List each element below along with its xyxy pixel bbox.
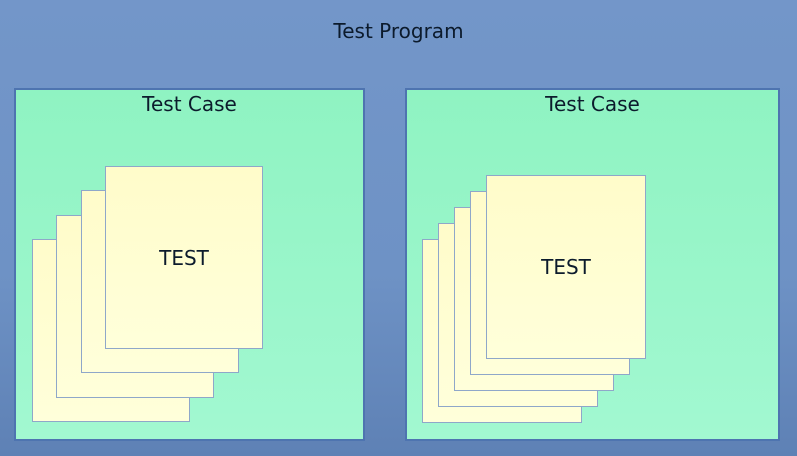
front-card-right: TEST bbox=[486, 175, 646, 359]
test-case-label-right: Test Case bbox=[545, 92, 640, 116]
front-card-left: TEST bbox=[105, 166, 263, 349]
test-case-label-left: Test Case bbox=[142, 92, 237, 116]
diagram-title: Test Program bbox=[333, 19, 464, 43]
test-label-left: TEST bbox=[159, 245, 209, 270]
test-label-right: TEST bbox=[541, 255, 591, 279]
test-case-box-right: Test Case TEST bbox=[405, 88, 780, 441]
test-case-box-left: Test Case TEST bbox=[14, 88, 365, 441]
